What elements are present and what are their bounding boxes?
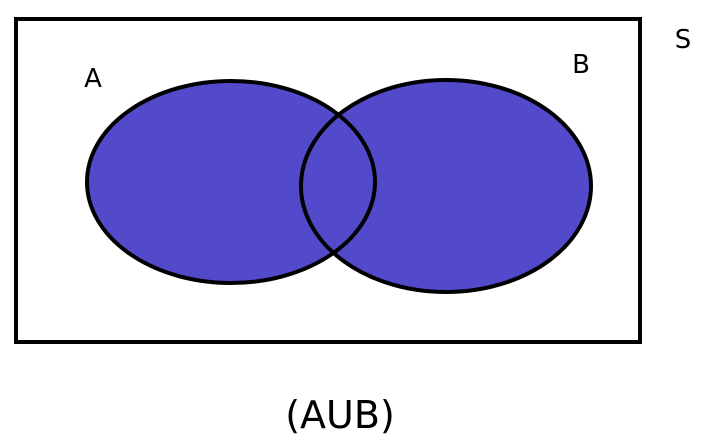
set-b-ellipse (301, 80, 591, 292)
set-a-ellipse (87, 81, 375, 283)
universe-label: S (675, 25, 692, 55)
set-b-outline (299, 78, 593, 294)
set-b-label: B (572, 50, 590, 80)
set-a-label: A (84, 64, 102, 94)
universe-rectangle (14, 17, 642, 344)
set-a-outline (85, 79, 377, 285)
diagram-caption: (AUB) (285, 393, 395, 437)
